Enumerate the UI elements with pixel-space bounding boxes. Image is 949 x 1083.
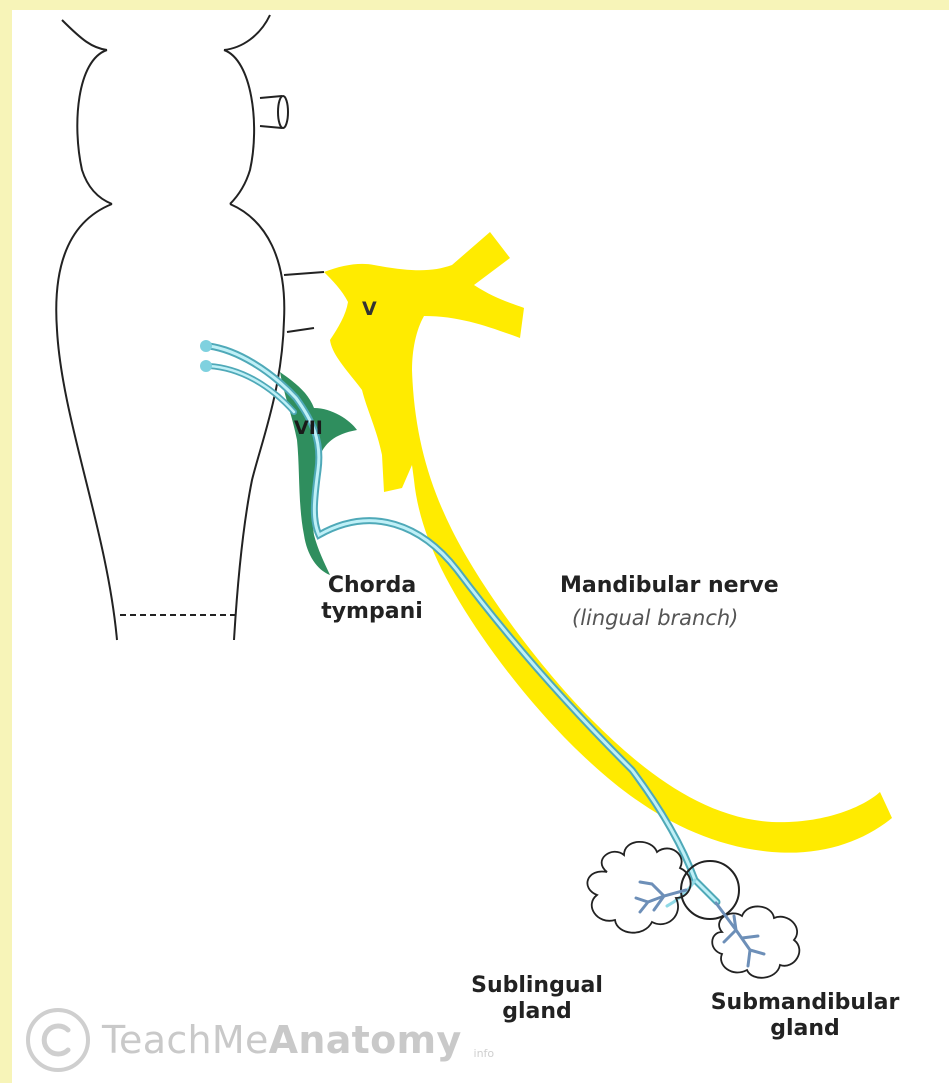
diagram-canvas: V VII Chorda tympani Mandibular nerve (l… <box>12 10 949 1083</box>
submandibular-gland-label: Submandibular gland <box>680 990 930 1043</box>
copyright-icon <box>24 1006 92 1074</box>
mandibular-nerve-label: Mandibular nerve <box>560 573 779 599</box>
submandibular-line2: gland <box>680 1016 930 1042</box>
submandibular-gland <box>712 903 799 978</box>
lingual-branch-label: (lingual branch) <box>572 606 738 630</box>
chorda-tympani-label: Chorda tympani <box>302 573 442 626</box>
sublingual-gland <box>587 842 690 933</box>
watermark-brand: TeachMeAnatomy <box>102 1018 462 1062</box>
watermark-brand-bold: Anatomy <box>269 1018 462 1062</box>
nerve-diagram-svg <box>12 10 949 1083</box>
brainstem-outline <box>56 15 324 640</box>
chorda-line2: tympani <box>302 599 442 625</box>
sublingual-line1: Sublingual <box>452 973 622 999</box>
watermark: TeachMeAnatomy info <box>24 1000 494 1080</box>
facial-nerve-label: VII <box>294 417 323 440</box>
chorda-line1: Chorda <box>302 573 442 599</box>
trigeminal-label: V <box>362 298 377 321</box>
submandibular-line1: Submandibular <box>680 990 930 1016</box>
watermark-brand-light: TeachMe <box>102 1018 269 1062</box>
watermark-suffix: info <box>474 1047 495 1060</box>
trigeminal-nerve-v <box>324 232 892 853</box>
nerve-fiber-ends <box>200 340 212 372</box>
